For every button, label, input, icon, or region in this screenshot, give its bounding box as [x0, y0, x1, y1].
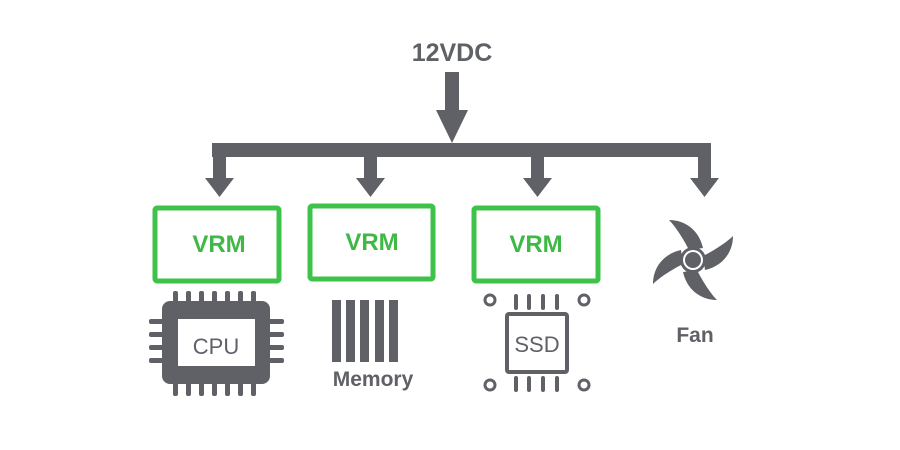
vrm-label: VRM	[192, 231, 245, 258]
vrm-box-ssd: VRM	[471, 205, 601, 284]
fan-icon	[653, 220, 733, 300]
distribution-bus	[212, 143, 711, 157]
branch-arrow-cpu	[205, 150, 234, 197]
vrm-box-memory: VRM	[307, 203, 436, 282]
main-arrow	[436, 72, 468, 143]
branch-arrow-memory	[356, 150, 385, 197]
cpu-chip-icon	[149, 291, 284, 396]
device-label-fan: Fan	[676, 324, 713, 347]
source-label: 12VDC	[412, 39, 493, 67]
ssd-chip-icon	[483, 293, 591, 392]
vrm-box-cpu: VRM	[152, 205, 282, 284]
memory-module-icon	[332, 300, 398, 362]
branch-arrow-fan	[690, 150, 719, 197]
vrm-label: VRM	[345, 229, 398, 256]
device-label-ssd: SSD	[514, 332, 559, 357]
branch-arrow-ssd	[523, 150, 552, 197]
device-label-memory: Memory	[333, 368, 414, 391]
device-label-cpu: CPU	[193, 334, 239, 359]
vrm-label: VRM	[509, 231, 562, 258]
